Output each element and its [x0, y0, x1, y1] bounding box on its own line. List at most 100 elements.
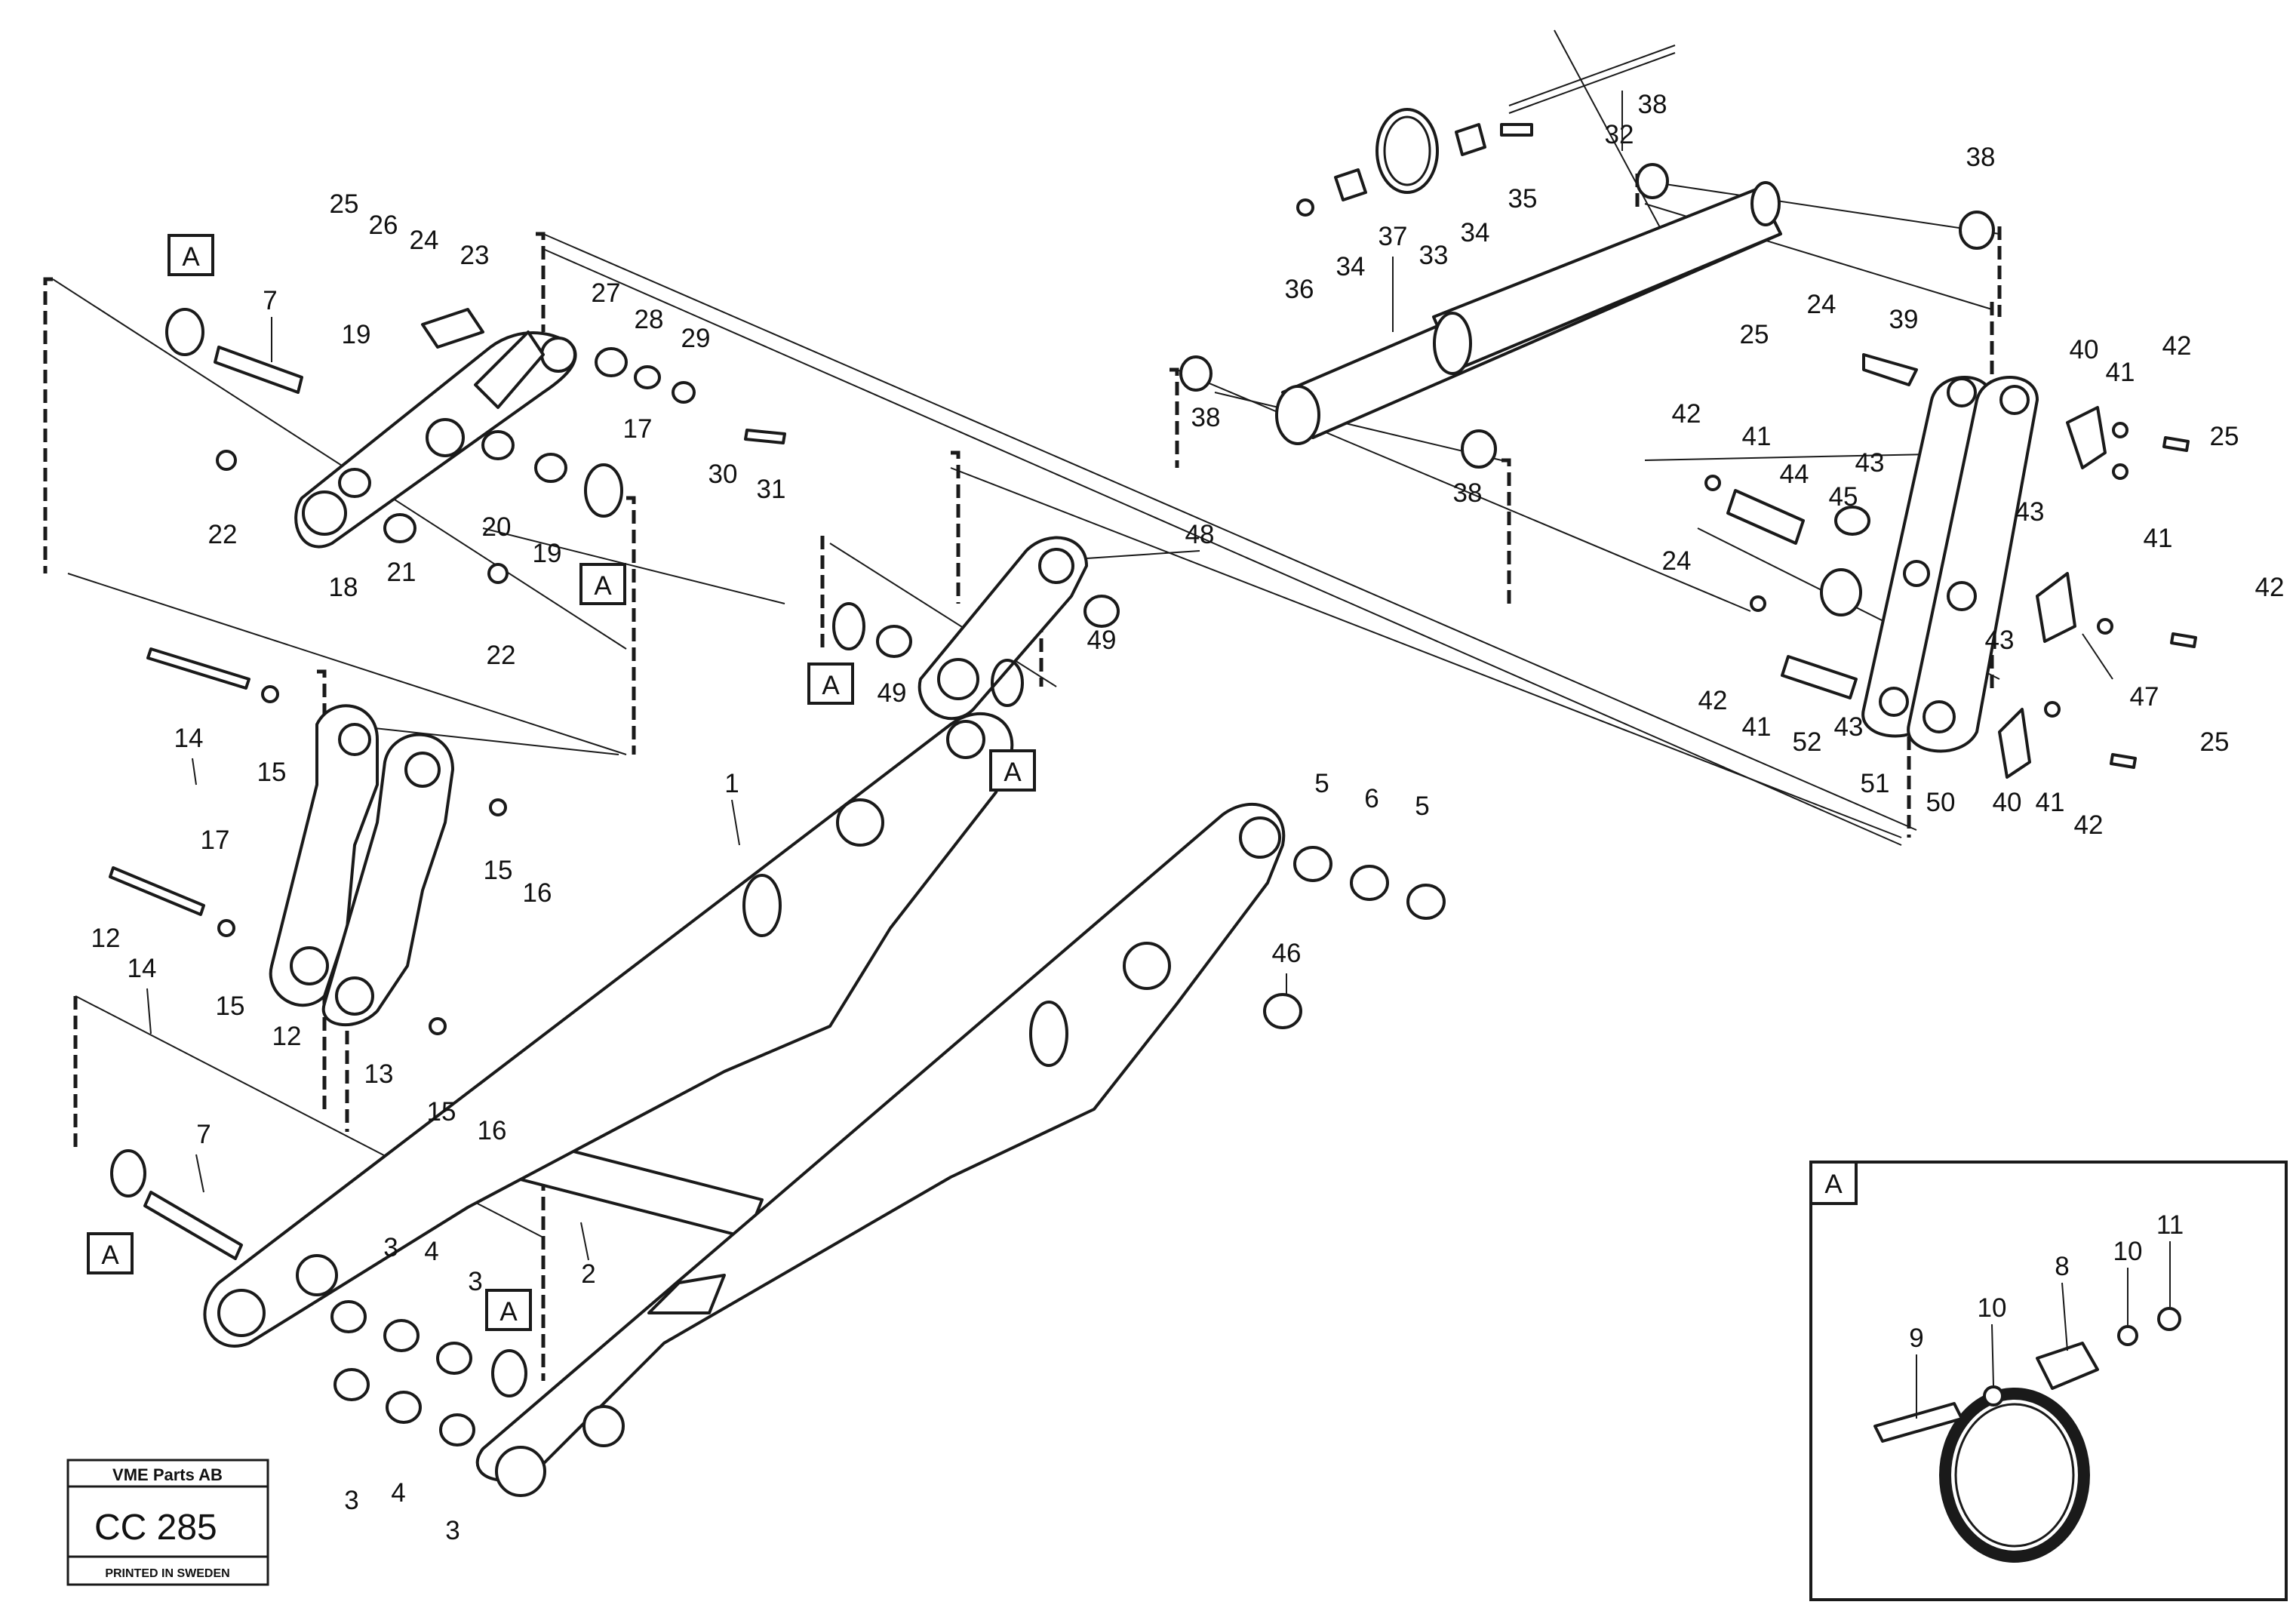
- label-38c: 38: [1191, 403, 1221, 432]
- label-3c: 3: [344, 1486, 358, 1515]
- label-41a: 41: [2106, 358, 2135, 387]
- label-15c: 15: [216, 992, 245, 1021]
- label-42b: 42: [1672, 399, 1701, 429]
- label-39: 39: [1889, 305, 1919, 334]
- upper-left-link: [294, 331, 577, 549]
- svg-text:A: A: [101, 1241, 119, 1270]
- label-3a: 3: [383, 1233, 398, 1262]
- label-34b: 34: [1461, 218, 1490, 247]
- label-12b: 12: [272, 1022, 302, 1051]
- svg-text:A: A: [594, 571, 612, 601]
- label-5a: 5: [1314, 769, 1329, 798]
- label-22a: 22: [208, 520, 238, 549]
- label-47: 47: [2130, 682, 2159, 712]
- svg-text:A: A: [182, 242, 200, 272]
- detail-label-11: 11: [2156, 1210, 2184, 1240]
- lift-arm-right: [475, 802, 1286, 1497]
- bolts: [109, 429, 2197, 916]
- label-42d: 42: [1698, 686, 1728, 715]
- label-44: 44: [1780, 460, 1809, 489]
- label-31: 31: [757, 475, 786, 504]
- label-2: 2: [581, 1259, 595, 1289]
- callout-a-5: A: [87, 1232, 134, 1274]
- label-27: 27: [592, 278, 621, 308]
- label-43a: 43: [1855, 448, 1885, 478]
- label-49b: 49: [1087, 626, 1117, 655]
- label-1: 1: [724, 769, 739, 798]
- label-19b: 19: [533, 539, 562, 568]
- callout-a-4: A: [989, 749, 1036, 792]
- label-40b: 40: [1993, 788, 2022, 817]
- brackets-40-47: [1998, 406, 2107, 779]
- label-17b: 17: [623, 414, 653, 444]
- callout-a-6: A: [485, 1289, 532, 1331]
- detail-title: A: [1824, 1170, 1843, 1199]
- label-32: 32: [1605, 120, 1634, 149]
- svg-text:A: A: [499, 1297, 518, 1327]
- label-34a: 34: [1336, 252, 1366, 281]
- label-24c: 24: [1662, 546, 1692, 576]
- label-25d: 25: [2200, 727, 2230, 757]
- label-40a: 40: [2070, 335, 2099, 364]
- label-19a: 19: [342, 320, 371, 349]
- label-35: 35: [1508, 184, 1538, 214]
- stamp-block: VME Parts AB CC 285 PRINTED IN SWEDEN: [66, 1459, 269, 1586]
- label-36: 36: [1285, 275, 1314, 304]
- label-41d: 41: [1742, 712, 1772, 742]
- label-48: 48: [1185, 520, 1215, 549]
- label-33: 33: [1419, 241, 1449, 270]
- label-7a: 7: [263, 286, 277, 315]
- detail-label-9: 9: [1909, 1324, 1923, 1353]
- label-43c: 43: [1985, 626, 2015, 655]
- label-5b: 5: [1415, 792, 1429, 821]
- label-30: 30: [708, 460, 738, 489]
- label-18: 18: [329, 573, 358, 602]
- part-labels: 1 2 3 3 3 3 4 4 5 5 6 7 7 12 12 13 14 14…: [91, 90, 2285, 1545]
- label-22b: 22: [487, 641, 516, 670]
- label-7b: 7: [196, 1120, 211, 1149]
- label-41c: 41: [2144, 524, 2173, 553]
- right-side-plate-51: [1861, 376, 1993, 738]
- link-48: [917, 536, 1088, 721]
- label-15a: 15: [257, 758, 287, 787]
- label-42a: 42: [2162, 331, 2192, 361]
- label-4b: 4: [391, 1478, 405, 1508]
- label-13: 13: [364, 1059, 394, 1089]
- label-45: 45: [1829, 482, 1858, 512]
- label-3d: 3: [445, 1516, 460, 1545]
- label-23: 23: [460, 241, 490, 270]
- callout-a-1: A: [168, 234, 214, 276]
- label-50: 50: [1926, 788, 1956, 817]
- stamp-company: VME Parts AB: [112, 1465, 223, 1484]
- lever-plates: [269, 704, 454, 1027]
- stamp-code: CC 285: [94, 1508, 217, 1548]
- detail-label-10b: 10: [2113, 1237, 2143, 1266]
- label-41e: 41: [2036, 788, 2065, 817]
- label-43b: 43: [2015, 497, 2045, 527]
- label-25b: 25: [1740, 320, 1769, 349]
- label-42e: 42: [2074, 810, 2104, 840]
- detail-label-8: 8: [2055, 1252, 2069, 1281]
- label-25c: 25: [2210, 422, 2239, 451]
- label-6: 6: [1364, 784, 1379, 813]
- label-28: 28: [635, 305, 664, 334]
- label-21: 21: [387, 558, 416, 587]
- clamp-ring: [1939, 1388, 2090, 1563]
- leader-lines: [146, 91, 2113, 1261]
- label-38a: 38: [1638, 90, 1667, 119]
- label-14b: 14: [128, 954, 157, 983]
- detail-label-10a: 10: [1978, 1293, 2007, 1323]
- cylinder-clamp-parts: [1296, 45, 1676, 217]
- label-46: 46: [1272, 939, 1302, 968]
- label-51: 51: [1861, 769, 1890, 798]
- svg-text:A: A: [822, 671, 840, 700]
- callout-a-boxes: A A A A A A: [87, 234, 1036, 1331]
- label-17a: 17: [201, 825, 230, 855]
- label-3b: 3: [468, 1267, 482, 1296]
- label-16b: 16: [478, 1116, 507, 1145]
- label-25a: 25: [330, 189, 359, 219]
- hydraulic-cylinder: [1275, 181, 1782, 445]
- label-26: 26: [369, 211, 398, 240]
- detail-inset-a: A 9 10 8 10 11: [1809, 1161, 2288, 1601]
